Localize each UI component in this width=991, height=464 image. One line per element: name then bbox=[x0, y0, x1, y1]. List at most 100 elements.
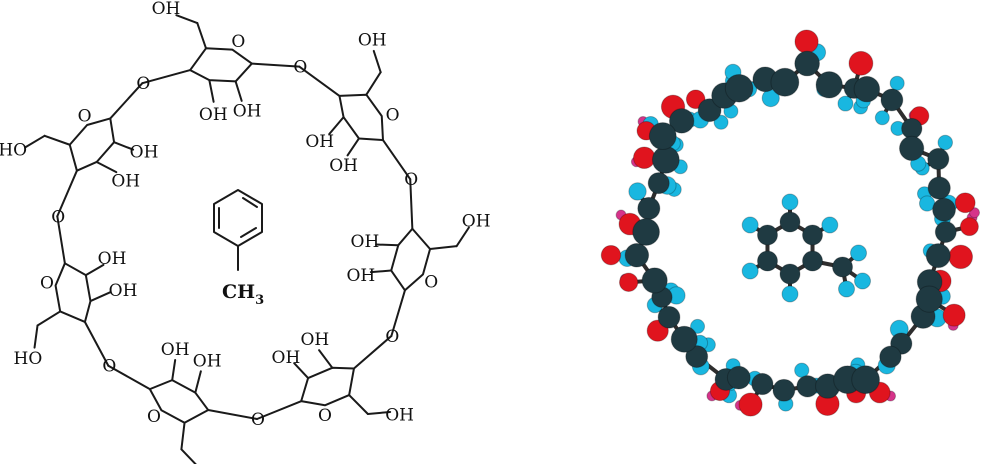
ring-oxygen-label: O bbox=[40, 273, 54, 293]
secondary-hydroxyl-label: OH bbox=[193, 352, 222, 372]
carbon-atom bbox=[641, 267, 668, 294]
carbon-atom bbox=[880, 88, 904, 112]
oxygen-atom bbox=[948, 244, 974, 270]
hydrogen-atom bbox=[854, 272, 872, 290]
glycosidic-bond bbox=[83, 320, 110, 367]
hydrogen-atom bbox=[838, 280, 856, 298]
carbon-atom bbox=[898, 135, 925, 161]
carbon-atom bbox=[832, 256, 854, 278]
carbon-atom bbox=[932, 197, 956, 222]
hydrogen-atom bbox=[713, 114, 729, 130]
glycosidic-oxygen-label: O bbox=[102, 357, 116, 377]
oxygen-atom bbox=[942, 303, 966, 327]
hydrogen-atom bbox=[821, 216, 839, 234]
carbon-atom bbox=[802, 224, 824, 246]
secondary-hydroxyl-label: OH bbox=[111, 171, 140, 191]
secondary-oh-bond bbox=[84, 263, 105, 277]
secondary-hydroxyl-label: OH bbox=[272, 348, 301, 368]
oxygen-atom bbox=[632, 146, 656, 170]
glycosidic-bond bbox=[56, 215, 66, 265]
ch2oh-bond bbox=[366, 410, 392, 415]
oxygen-atom bbox=[600, 244, 622, 266]
methyl-label: CH3 bbox=[222, 281, 264, 308]
carbon-atom bbox=[624, 242, 650, 268]
ch2oh-bond bbox=[24, 134, 46, 149]
carbon-atom bbox=[632, 218, 660, 246]
ring-oxygen-label: O bbox=[78, 107, 92, 127]
hydrogen-atom bbox=[937, 134, 954, 151]
glycosidic-bond bbox=[250, 62, 301, 68]
glycosidic-bond bbox=[56, 169, 78, 218]
glycosidic-bond bbox=[256, 400, 303, 421]
carbon-atom bbox=[815, 71, 843, 99]
primary-hydroxyl-label: HO bbox=[14, 349, 43, 369]
hydrogen-atom bbox=[628, 182, 647, 201]
primary-hydroxyl-label: OH bbox=[462, 212, 491, 232]
secondary-hydroxyl-label: OH bbox=[346, 266, 375, 286]
secondary-oh-bond bbox=[234, 80, 243, 102]
carbon-atom bbox=[772, 378, 796, 402]
secondary-hydroxyl-label: OH bbox=[98, 249, 127, 269]
carbon-atom bbox=[901, 117, 923, 140]
oxygen-atom bbox=[959, 217, 979, 237]
structural-formula: OOHOHOHOOOHOHOHOOOHOHOHOOOHOHOHOOHOOHOHO… bbox=[0, 0, 491, 464]
secondary-hydroxyl-label: OH bbox=[329, 156, 358, 176]
oxygen-atom bbox=[794, 29, 819, 54]
ring-oxygen-label: O bbox=[386, 106, 400, 126]
secondary-hydroxyl-label: OH bbox=[161, 340, 190, 360]
carbon-atom bbox=[934, 221, 957, 243]
carbon-atom bbox=[925, 243, 951, 269]
secondary-oh-bond bbox=[194, 370, 202, 394]
carbon-atom bbox=[647, 172, 670, 195]
carbon-atom bbox=[779, 263, 801, 285]
hydrogen-atom bbox=[690, 318, 706, 334]
ring-oxygen-label: O bbox=[424, 272, 438, 292]
secondary-oh-bond bbox=[328, 116, 345, 136]
hydroxyl-h-atom bbox=[969, 207, 981, 219]
secondary-oh-bond bbox=[318, 349, 334, 369]
carbon-atom bbox=[802, 250, 824, 272]
glycosidic-bond bbox=[390, 289, 406, 337]
carbon-atom bbox=[915, 285, 943, 313]
carbon-atom bbox=[756, 250, 778, 272]
secondary-hydroxyl-label: OH bbox=[300, 330, 329, 350]
carbon-atom bbox=[648, 122, 677, 151]
carbon-atom bbox=[657, 305, 681, 329]
ch2oh-bond bbox=[348, 394, 369, 415]
hydrogen-atom bbox=[781, 193, 799, 211]
secondary-hydroxyl-label: OH bbox=[233, 101, 262, 121]
carbon-atom bbox=[651, 145, 680, 174]
glycosidic-bond bbox=[207, 409, 259, 421]
ch2oh-bond bbox=[365, 71, 382, 96]
secondary-oh-bond bbox=[208, 79, 215, 103]
carbon-atom bbox=[751, 372, 774, 396]
hydrogen-atom bbox=[741, 262, 759, 280]
carbon-atom bbox=[794, 50, 820, 77]
oxygen-atom bbox=[848, 50, 874, 76]
carbon-atom bbox=[770, 67, 800, 97]
glycosidic-oxygen-label: O bbox=[385, 327, 399, 347]
carbon-atom bbox=[685, 345, 709, 368]
carbon-atom bbox=[851, 365, 880, 395]
methyl-ch: CH bbox=[222, 281, 255, 303]
toluene-guest: CH3 bbox=[213, 189, 264, 308]
glycosidic-bond bbox=[298, 65, 341, 97]
hydrogen-atom bbox=[781, 285, 799, 303]
primary-hydroxyl-label: OH bbox=[358, 31, 387, 51]
model-atoms bbox=[600, 29, 981, 417]
ch2oh-bond bbox=[180, 421, 186, 451]
carbon-atom bbox=[637, 196, 661, 220]
secondary-oh-bond bbox=[293, 362, 310, 380]
glycosidic-bond bbox=[107, 364, 151, 391]
oxygen-atom bbox=[618, 272, 639, 292]
primary-hydroxyl-label: HO bbox=[0, 141, 27, 161]
carbon-atom bbox=[927, 176, 951, 200]
glycosidic-bond bbox=[109, 82, 144, 120]
hydrogen-atom bbox=[850, 244, 868, 262]
glycosidic-bond bbox=[352, 334, 393, 370]
primary-hydroxyl-label: OH bbox=[152, 0, 181, 19]
primary-hydroxyl-label: OH bbox=[385, 406, 414, 426]
glycosidic-oxygen-label: O bbox=[293, 58, 307, 78]
ch2oh-bond bbox=[372, 49, 382, 74]
